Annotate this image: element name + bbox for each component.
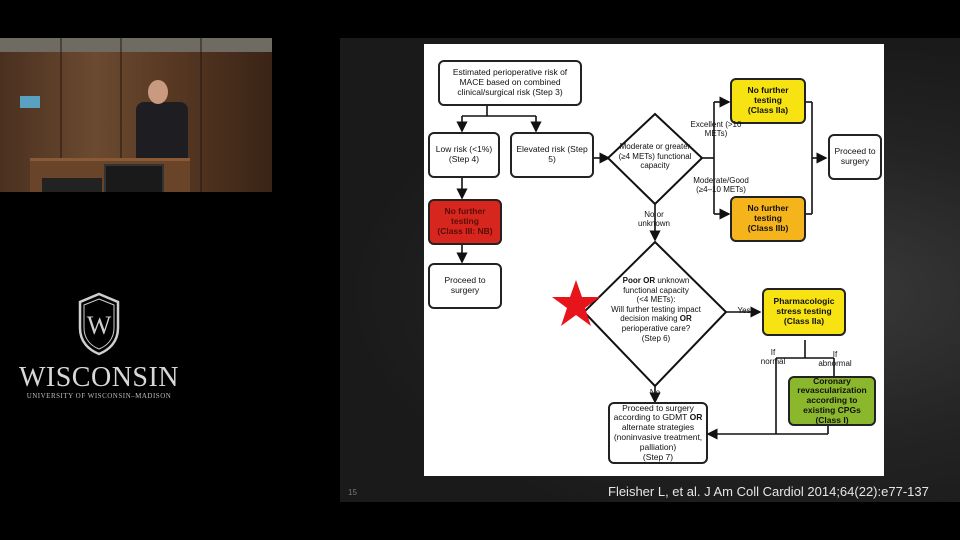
- capacity-question-text: Moderate or greater (≥4 METs) functional…: [618, 142, 692, 171]
- speaker-head: [148, 80, 168, 104]
- poor-capacity-text: Poor OR unknown functional capacity (<4 …: [611, 276, 701, 343]
- slide-number: 15: [348, 488, 357, 497]
- red-star-icon: [552, 280, 600, 326]
- excellent-label: Excellent (>10 METs): [690, 120, 742, 139]
- yes-label: Yes: [737, 306, 751, 315]
- wisconsin-subtitle: UNIVERSITY OF WISCONSIN–MADISON: [26, 392, 172, 400]
- flowchart-connectors: [456, 96, 835, 440]
- video-ceiling: [0, 38, 272, 52]
- flowchart-figure: Estimated perioperative risk of MACE bas…: [424, 44, 884, 476]
- wood-panel-line: [60, 38, 62, 192]
- speaker-body: [136, 102, 188, 162]
- presentation-slide: 15 Fleisher L, et al. J Am Coll Cardiol …: [340, 38, 960, 502]
- proceed-surgery-right-box: Proceed to surgery: [828, 134, 882, 180]
- wood-panel-line: [200, 38, 202, 192]
- proceed-surgery-left-box: Proceed to surgery: [428, 263, 502, 309]
- capacity-diamond: [606, 112, 704, 206]
- no-label: No: [649, 388, 661, 397]
- wood-panel-line: [120, 38, 122, 192]
- speaker-video: [0, 38, 272, 192]
- if-normal-label: If normal: [760, 348, 786, 367]
- elevated-risk-box: Elevated risk (Step 5): [510, 132, 594, 178]
- podium-device: [42, 178, 102, 192]
- wisconsin-wordmark: WISCONSIN: [18, 362, 180, 393]
- moderate-good-label: Moderate/Good (≥4–10 METs): [693, 176, 749, 195]
- crest-letter: W: [87, 311, 112, 340]
- low-risk-box: Low risk (<1%) (Step 4): [428, 132, 500, 178]
- wisconsin-crest-icon: W: [78, 292, 120, 356]
- start-risk-box: Estimated perioperative risk of MACE bas…: [438, 60, 582, 106]
- laptop: [104, 164, 164, 192]
- slide-citation: Fleisher L, et al. J Am Coll Cardiol 201…: [608, 484, 929, 499]
- if-abnormal-label: If abnormal: [818, 350, 852, 369]
- wall-screen: [20, 96, 40, 108]
- no-or-unknown-label: No or unknown: [637, 210, 671, 229]
- poor-capacity-diamond: [582, 240, 728, 388]
